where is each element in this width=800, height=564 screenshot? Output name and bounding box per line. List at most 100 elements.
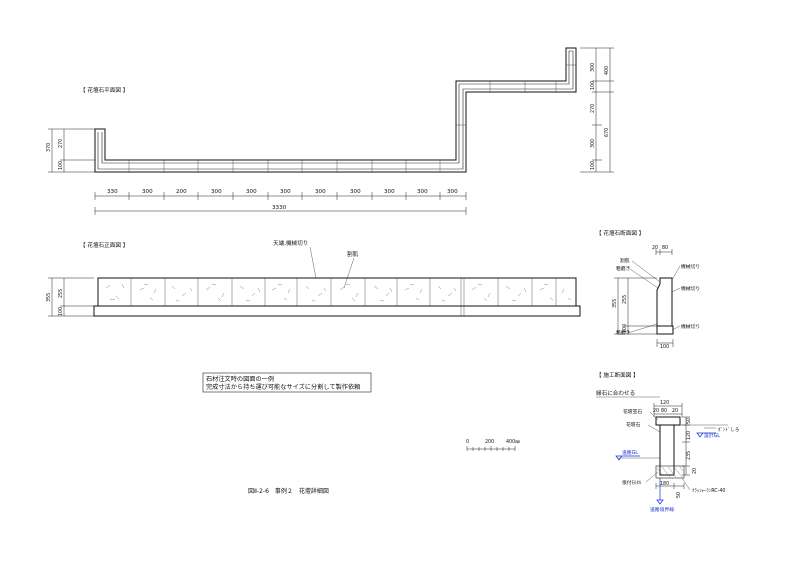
plan-outline-outer	[94, 47, 577, 173]
construction-bottom-dim-1: 180	[660, 481, 669, 487]
construction-align-label: 縁石に合わせる	[596, 389, 635, 397]
construction-mortar-leader	[645, 471, 659, 483]
plan-dim-8: 300	[350, 189, 361, 195]
section-left-dim-upper: 255	[622, 295, 628, 304]
construction-dim-20a: 20	[653, 408, 659, 414]
construction-view: 【 施工断面図 】 縁石に合わせる 120 20 80 20 花壇笠石 花壇石	[596, 371, 740, 513]
plan-right-dim-lines	[580, 47, 614, 173]
plan-right-total-upper: 400	[604, 66, 610, 75]
construction-vdim-2: 120	[686, 431, 692, 440]
plan-dim-11: 300	[447, 189, 458, 195]
plan-dim-1: 330	[107, 189, 118, 195]
elevation-texture	[105, 283, 572, 302]
section-stone	[656, 277, 673, 327]
construction-road-boundary-marker	[656, 499, 664, 505]
section-top-dim-lines	[655, 249, 673, 255]
construction-bed-stone	[659, 424, 675, 476]
section-label-1: 割肌	[620, 257, 630, 264]
scale-ticks	[466, 446, 516, 451]
plan-right-dim-3: 270	[590, 104, 596, 113]
plan-left-dim-lines	[48, 128, 95, 173]
plan-right-dim-5: 100	[590, 161, 596, 170]
section-label-4: 機械切り	[681, 285, 700, 292]
section-left-dim-lines	[614, 277, 657, 335]
section-label-5: 粗磨き	[616, 329, 631, 336]
plan-dim-7: 300	[315, 189, 326, 195]
scale-bar: 0 200 400㎜	[466, 439, 520, 451]
construction-concrete-leader	[681, 477, 691, 491]
plan-dim-3: 200	[176, 189, 187, 195]
plan-right-dim-2: 100	[590, 81, 596, 90]
construction-road-gl-label: 道路GL	[622, 449, 638, 456]
section-top-dim-2: 80	[662, 245, 668, 251]
section-title: 【 花壇石断面図 】	[596, 229, 644, 237]
section-top-dim-1: 20	[652, 245, 658, 251]
construction-stone-label: 花壇笠石	[623, 408, 642, 415]
elevation-left-dim-total: 355	[46, 293, 52, 302]
elevation-leaders	[309, 246, 355, 289]
section-leaders	[627, 260, 681, 334]
elevation-left-dim-upper: 255	[58, 289, 64, 298]
section-bottom-dim-line	[656, 339, 674, 347]
construction-base-hatch	[656, 466, 684, 478]
plan-bottom-dim-lines	[94, 192, 467, 215]
note-box: 石材注文時の図面の一例 完成寸法から持ち運び可能なサイズに分割して製作依頼	[202, 372, 372, 393]
elevation-left-dim-lower: 100	[58, 307, 64, 316]
elevation-stone-body	[97, 277, 577, 307]
plan-right-dim-1: 300	[590, 63, 596, 72]
elevation-joints	[130, 278, 557, 316]
plan-dim-10: 300	[417, 189, 428, 195]
elevation-label-top: 天端,機械切り	[273, 239, 308, 247]
construction-bottom-dim-lines	[655, 483, 685, 489]
plan-right-total-lower: 670	[604, 128, 610, 137]
section-label-2: 粗磨き	[616, 265, 631, 272]
plan-title: 【 花壇石平面図 】	[80, 86, 128, 94]
plan-view: 【 花壇石平面図 】	[46, 47, 614, 215]
section-label-3: 機械切り	[681, 263, 700, 270]
elevation-title: 【 花壇石正面図 】	[80, 241, 128, 249]
elevation-label-face: 割肌	[347, 250, 359, 258]
scale-label-400: 400㎜	[506, 439, 520, 445]
elevation-left-dim-lines	[48, 277, 94, 317]
elevation-base	[93, 305, 581, 317]
section-left-dim-total: 355	[612, 299, 618, 308]
plan-total-dim: 3330	[272, 205, 287, 211]
plan-dim-4: 300	[211, 189, 222, 195]
construction-concrete-base	[655, 465, 685, 479]
plan-dim-5: 300	[246, 189, 257, 195]
note-frame	[202, 372, 372, 393]
section-view: 【 花壇石断面図 】 20 80 割肌 粗磨き 機械切り 機械切り 粗磨き 機械…	[596, 229, 700, 350]
construction-cap-stone	[655, 416, 681, 426]
note-line-2: 完成寸法から持ち運び可能なサイズに分割して製作依頼	[206, 383, 361, 391]
construction-top-dim-lines	[653, 403, 683, 417]
plan-left-dim-lower: 100	[58, 161, 64, 170]
figure-caption: 図Ⅱ-2-6 事例２ 花壇詳細図	[248, 487, 329, 495]
construction-gl-label: 設計GL	[704, 432, 720, 439]
construction-leaders	[647, 411, 661, 433]
construction-vdim-4: 20	[692, 468, 698, 474]
construction-dim-120: 120	[660, 400, 669, 406]
scale-label-200: 200	[485, 439, 494, 445]
construction-bottom-dim-2: 50	[676, 492, 682, 498]
plan-dim-2: 300	[142, 189, 153, 195]
construction-gl-marker	[696, 432, 716, 438]
construction-road-gl-marker	[615, 455, 640, 461]
construction-dim-20b: 20	[672, 408, 678, 414]
section-label-6: 機械切り	[681, 323, 700, 330]
scale-label-0: 0	[466, 439, 469, 445]
construction-road-label: 道路境界線	[650, 506, 674, 513]
plan-right-dim-4: 300	[590, 139, 596, 148]
section-base	[656, 325, 674, 335]
plan-left-dim-upper: 270	[58, 139, 64, 148]
plan-joints	[128, 64, 576, 172]
construction-mortar-label: 張付ﾓﾙﾀﾙ	[622, 479, 642, 486]
construction-title: 【 施工断面図 】	[596, 371, 639, 379]
note-line-1: 石材注文時の図面の一例	[206, 375, 274, 383]
construction-dim-80: 80	[661, 408, 667, 414]
plan-dim-6: 300	[280, 189, 291, 195]
construction-right-dim-lines	[682, 416, 690, 476]
construction-vdim-1: 50	[686, 418, 692, 424]
construction-bond-label: ﾎﾞﾝﾄﾞしろ	[718, 426, 740, 433]
section-left-dim-lower: 100	[622, 324, 628, 333]
